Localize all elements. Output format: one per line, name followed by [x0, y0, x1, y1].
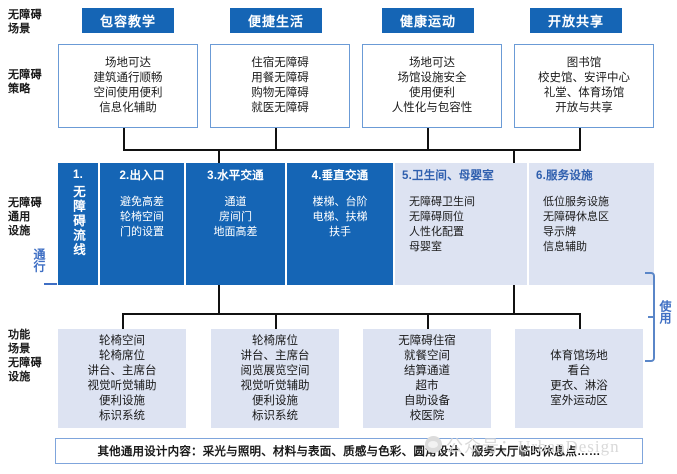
facility-cell-6-title: 6.服务设施 — [536, 170, 593, 182]
strategy-box-2: 住宿无障碍 用餐无障碍 购物无障碍 就医无障碍 — [210, 44, 350, 128]
label-shiyong-vertical: 使用 — [658, 300, 672, 324]
facility-cell-1-title: 1. — [73, 169, 83, 181]
facility-cell-4-items: 楼梯、台阶 电梯、扶梯 扶手 — [312, 196, 368, 238]
connector-drop-strategy-3 — [427, 128, 429, 149]
function-box-4[interactable]: 体育馆场地 看台 更衣、淋浴 室外运动区 — [515, 329, 643, 428]
connector-riser-function-1 — [122, 313, 124, 329]
facility-cell-5[interactable]: 5.卫生间、母婴室 无障碍卫生间 无障碍厕位 人性化配置 母婴室 — [393, 163, 527, 285]
facility-cell-2[interactable]: 2.出入口 避免高差 轮椅空间 门的设置 — [98, 163, 184, 285]
facility-cell-5-items: 无障碍卫生间 无障碍厕位 人性化配置 母婴室 — [409, 196, 475, 253]
facility-cell-2-items: 避免高差 轮椅空间 门的设置 — [120, 196, 164, 238]
scene-chip-4[interactable]: 开放共享 — [530, 8, 622, 33]
connector-drop-facility-right — [513, 285, 515, 313]
function-box-3[interactable]: 无障碍住宿 就餐空间 结算通道 超市 自助设备 校医院 — [363, 329, 491, 428]
row-label-function: 功能 场景 无障碍 设施 — [8, 329, 42, 383]
facility-cell-4[interactable]: 4.垂直交通 楼梯、台阶 电梯、扶梯 扶手 — [285, 163, 393, 285]
facility-cell-4-title: 4.垂直交通 — [311, 170, 369, 182]
facility-cell-2-title: 2.出入口 — [119, 170, 165, 182]
scene-chip-2[interactable]: 便捷生活 — [230, 8, 322, 33]
connector-bus-top — [123, 149, 581, 151]
connector-drop-strategy-4 — [579, 128, 581, 149]
strategy-box-3: 场地可达 场馆设施安全 使用便利 人性化与包容性 — [362, 44, 502, 128]
label-tongxing-vertical: 通行 — [32, 248, 46, 272]
footer-band: 其他通用设计内容：采光与照明、材料与表面、质感与色彩、圆角设计、服务大厅临时休息… — [55, 438, 643, 464]
connector-drop-facility-left — [218, 285, 220, 313]
connector-riser-function-2 — [275, 313, 277, 329]
facility-cell-1[interactable]: 1. 无障碍流线 — [58, 163, 98, 285]
usage-brace-tick — [648, 316, 655, 318]
facility-cell-3[interactable]: 3.水平交通 通道 房间门 地面高差 — [184, 163, 285, 285]
connector-riser-facility-left — [218, 149, 220, 164]
facility-cell-6[interactable]: 6.服务设施 低位服务设施 无障碍休息区 导示牌 信息辅助 — [527, 163, 654, 285]
facility-cell-6-items: 低位服务设施 无障碍休息区 导示牌 信息辅助 — [543, 196, 609, 253]
strategy-box-1: 场地可达 建筑通行顺畅 空间使用便利 信息化辅助 — [58, 44, 198, 128]
connector-drop-strategy-2 — [275, 128, 277, 149]
function-box-1[interactable]: 轮椅空间 轮椅席位 讲台、主席台 视觉听觉辅助 便利设施 标识系统 — [58, 329, 186, 428]
scene-chip-3[interactable]: 健康运动 — [382, 8, 474, 33]
facility-cell-3-title: 3.水平交通 — [207, 170, 264, 182]
connector-riser-function-4 — [579, 313, 581, 329]
connector-riser-facility-right — [513, 149, 515, 164]
row-label-scene: 无障碍 场景 — [8, 9, 42, 35]
connector-drop-strategy-1 — [123, 128, 125, 149]
row-label-strategy: 无障碍 策略 — [8, 69, 42, 95]
scene-chip-1[interactable]: 包容教学 — [82, 8, 174, 33]
tongxing-tick — [44, 283, 57, 285]
facility-strip: 1. 无障碍流线 2.出入口 避免高差 轮椅空间 门的设置 3.水平交通 通道 … — [58, 163, 654, 285]
connector-bus-bottom — [122, 313, 581, 315]
facility-cell-1-items: 无障碍流线 — [71, 185, 85, 258]
facility-cell-3-items: 通道 房间门 地面高差 — [213, 196, 258, 238]
connector-riser-function-3 — [427, 313, 429, 329]
strategy-box-4: 图书馆 校史馆、安评中心 礼堂、体育场馆 开放与共享 — [514, 44, 654, 128]
facility-cell-5-title: 5.卫生间、母婴室 — [402, 170, 494, 182]
function-box-2[interactable]: 轮椅席位 讲台、主席台 阅览展览空间 视觉听觉辅助 便利设施 标识系统 — [211, 329, 339, 428]
row-label-facility: 无障碍 通用 设施 — [8, 197, 42, 237]
